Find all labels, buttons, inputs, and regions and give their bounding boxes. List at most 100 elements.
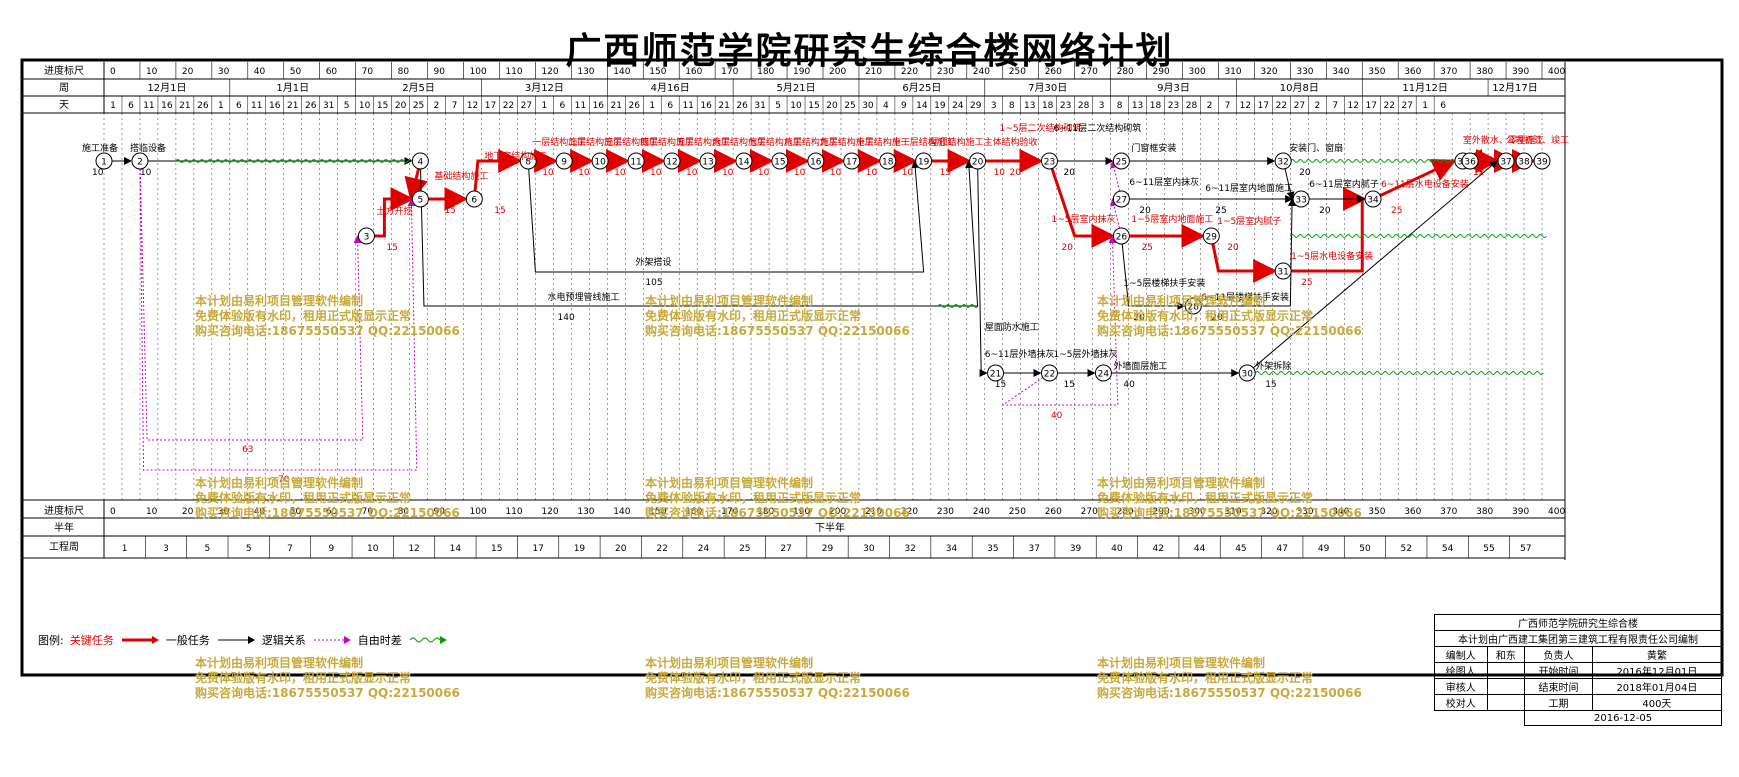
week-label-item: 5月21日 — [776, 82, 815, 94]
day-label-item: 7 — [1225, 101, 1231, 111]
watermark-line: 免费体验版有水印，租用正式版显示正常 — [1097, 309, 1314, 323]
node-number: 33 — [1295, 196, 1306, 206]
task-arrow — [1001, 235, 1119, 406]
project-week-label: 工程周 — [49, 541, 79, 553]
scale-tick-bottom: 90 — [434, 507, 446, 517]
task-duration: 12 — [1473, 168, 1484, 178]
scale-tick-bottom: 320 — [1260, 507, 1277, 517]
info-start-label: 开始时间 — [1524, 662, 1593, 679]
project-week-item: 1 — [122, 544, 128, 554]
week-label-item: 11月12日 — [1402, 82, 1447, 94]
network-node — [1364, 190, 1382, 208]
scale-tick: 310 — [1224, 67, 1241, 77]
network-node — [357, 227, 375, 245]
task-label: 室外散水、零星施工 — [1463, 134, 1544, 146]
task-duration: 15 — [386, 243, 397, 253]
project-week-item: 45 — [1235, 544, 1246, 554]
node-number: 8 — [525, 158, 531, 168]
scale-tick: 70 — [362, 67, 374, 77]
task-duration: 20 — [1211, 313, 1223, 323]
day-label-item: 4 — [883, 101, 889, 111]
info-manager-label: 负责人 — [1524, 646, 1593, 663]
day-label-item: 1 — [1422, 101, 1428, 111]
node-number: 13 — [702, 158, 713, 168]
half-label: 半年 — [54, 521, 74, 534]
task-label: 门窗框安装 — [1131, 142, 1176, 154]
day-label-item: 30 — [862, 101, 874, 111]
task-arrow — [1246, 160, 1498, 374]
project-week-item: 17 — [532, 544, 543, 554]
scale-tick-bottom: 230 — [937, 507, 954, 517]
task-arrow — [1110, 160, 1122, 200]
project-week-item: 5 — [204, 544, 210, 554]
day-label-item: 22 — [1276, 101, 1287, 111]
network-node — [879, 152, 897, 170]
task-duration: 10 — [650, 168, 662, 178]
day-label-item: 18 — [1150, 101, 1162, 111]
scale-tick: 180 — [757, 67, 774, 77]
project-week-item: 22 — [656, 544, 667, 554]
network-node — [411, 190, 429, 208]
task-arrow — [472, 149, 523, 200]
outer-frame — [20, 58, 1724, 677]
network-node — [411, 152, 429, 170]
free-float-wave — [937, 304, 979, 308]
node-number: 17 — [846, 158, 857, 168]
task-arrow — [977, 160, 988, 377]
network-node — [1184, 297, 1202, 315]
task-duration: 20 — [1299, 168, 1311, 178]
scale-tick: 260 — [1045, 67, 1062, 77]
task-duration: 10 — [542, 168, 554, 178]
day-label-item: 23 — [1060, 101, 1071, 111]
task-duration: 140 — [558, 313, 575, 323]
project-week-item: 34 — [946, 544, 958, 554]
scale-tick-bottom: 140 — [613, 507, 630, 517]
scale-tick: 140 — [613, 67, 630, 77]
network-node — [555, 152, 573, 170]
task-label: 四层结构施工 — [640, 136, 694, 148]
task-label: 五层结构施工 — [676, 136, 730, 148]
watermark-line: 本计划由易利项目管理软件编制 — [195, 294, 364, 308]
project-week-item: 10 — [367, 544, 379, 554]
node-number: 31 — [1277, 268, 1288, 278]
watermark: 本计划由易利项目管理软件编制免费体验版有水印，租用正式版显示正常购买咨询电话:1… — [195, 656, 460, 701]
task-label: 土方开挖 — [376, 205, 412, 217]
free-float-wave — [175, 159, 417, 163]
scale-tick-bottom: 250 — [1009, 507, 1026, 517]
critical-arrow-icon — [121, 636, 159, 644]
project-week-item: 5 — [246, 544, 252, 554]
day-label-item: 20 — [395, 101, 407, 111]
project-week-item: 35 — [987, 544, 998, 554]
day-label-item: 6 — [667, 101, 673, 111]
task-label: 基础结构施工 — [434, 170, 488, 182]
day-label-item: 6 — [1440, 101, 1446, 111]
day-label-item: 6 — [236, 101, 242, 111]
project-week-item: 50 — [1359, 544, 1371, 554]
watermark: 本计划由易利项目管理软件编制免费体验版有水印，租用正式版显示正常购买咨询电话:1… — [1097, 656, 1362, 701]
task-label: 外架搭设 — [635, 256, 671, 268]
task-duration: 15 — [1265, 380, 1276, 390]
task-label: 水电预埋管线施工 — [548, 291, 620, 303]
day-label-item: 13 — [1024, 101, 1035, 111]
task-label: 地下室结构施工 — [484, 150, 547, 162]
node-number: 25 — [1116, 158, 1127, 168]
task-label: 外墙面层施工 — [1113, 360, 1167, 372]
info-compiler: 和东 — [1486, 646, 1526, 663]
watermark-line: 免费体验版有水印，租用正式版显示正常 — [195, 309, 412, 323]
node-number: 30 — [1241, 370, 1253, 380]
scale-tick-bottom: 60 — [326, 507, 338, 517]
task-label: 1~5层水电设备安装 — [1291, 250, 1373, 262]
node-number: 15 — [774, 158, 785, 168]
project-info-table: 广西师范学院研究生综合楼 本计划由广西建工集团第三建筑工程有限责任公司编制 编制… — [1434, 614, 1723, 726]
watermark-line: 本计划由易利项目管理软件编制 — [1097, 294, 1266, 308]
watermark-line: 购买咨询电话:18675550537 QQ:22150066 — [1097, 686, 1362, 700]
task-duration: 10 — [614, 168, 626, 178]
network-node — [519, 152, 537, 170]
network-node — [663, 152, 681, 170]
info-date: 2016-12-05 — [1524, 710, 1722, 726]
scale-tick: 190 — [793, 67, 810, 77]
task-label: 六层结构施工 — [712, 136, 766, 148]
project-week-item: 44 — [1194, 544, 1206, 554]
scale-tick: 120 — [541, 67, 558, 77]
